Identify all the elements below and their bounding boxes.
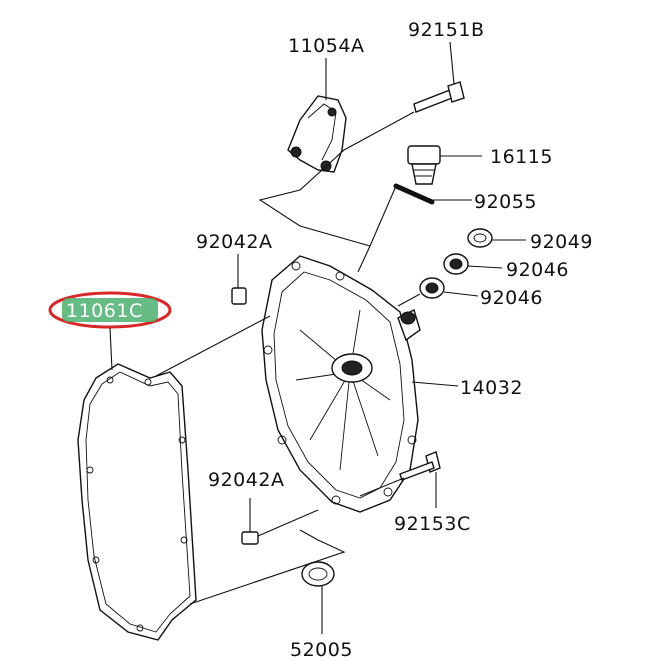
engine-cover: [261, 255, 421, 513]
label-filler-cap: 16115: [490, 146, 553, 168]
label-bearing-1: 92046: [506, 259, 569, 281]
part-labels: 11054A 92151B 16115 92055 92042A 92049 9…: [66, 19, 593, 660]
label-cover: 14032: [460, 377, 523, 399]
filler-cap: [407, 145, 441, 185]
o-ring: [393, 183, 435, 205]
needle-bearing-2: [419, 277, 445, 299]
washer: [467, 228, 493, 248]
label-o-ring: 92055: [474, 191, 537, 213]
label-bolt-top: 92151B: [408, 19, 484, 41]
bolt-top: [413, 81, 465, 113]
label-washer: 92049: [530, 231, 593, 253]
label-gasket: 11061C: [66, 300, 143, 322]
label-dowel-top: 92042A: [196, 231, 272, 253]
needle-bearing-1: [443, 253, 469, 275]
leader-lines: [109, 41, 526, 634]
bolt-bottom: [399, 451, 441, 481]
gasket-label-highlight: [48, 291, 172, 329]
label-bearing-2: 92046: [480, 287, 543, 309]
dowel-pin-bottom: [241, 531, 259, 545]
label-dowel-bottom: 92042A: [208, 469, 284, 491]
dowel-pin-top: [231, 287, 247, 305]
label-seal: 52005: [290, 639, 353, 660]
gasket-outline: [77, 363, 197, 641]
oil-seal: [301, 561, 335, 587]
label-bracket: 11054A: [288, 35, 364, 57]
label-bolt-bottom: 92153C: [394, 513, 471, 535]
bracket-part: [287, 95, 347, 173]
